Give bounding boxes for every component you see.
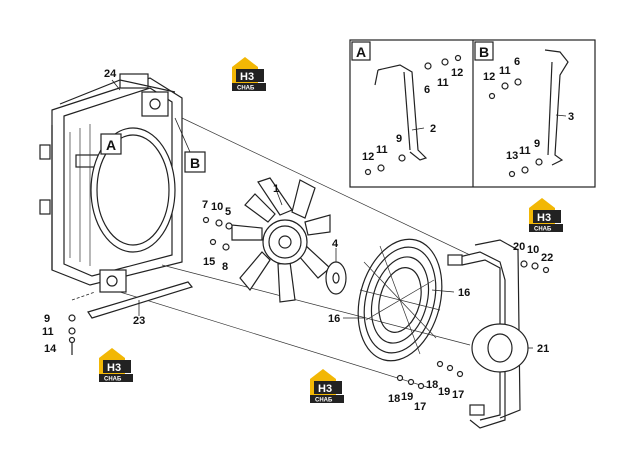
view-marker-a-label: A bbox=[106, 137, 116, 153]
callout-16-b: 16 bbox=[328, 313, 340, 325]
callout-18-a: 18 bbox=[388, 393, 400, 405]
callout-1: 1 bbox=[273, 183, 279, 195]
callout-7: 7 bbox=[202, 199, 208, 211]
view-marker-b bbox=[174, 117, 206, 173]
callout-9-c: 9 bbox=[44, 313, 50, 325]
callout-16-a: 16 bbox=[458, 287, 470, 299]
detail-panel bbox=[349, 39, 596, 188]
svg-text:СНАБ: СНАБ bbox=[534, 227, 552, 233]
callout-8: 8 bbox=[222, 261, 228, 273]
fan-bolt-set bbox=[202, 216, 233, 251]
callout-11-e: 11 bbox=[42, 326, 54, 338]
callout-10-b: 10 bbox=[527, 244, 539, 256]
svg-text:СНАБ: СНАБ bbox=[315, 398, 333, 404]
svg-text:H3: H3 bbox=[240, 71, 254, 83]
callout-19-b: 19 bbox=[438, 386, 450, 398]
callout-12-b: 12 bbox=[483, 71, 495, 83]
watermark-logo-1: H3 СНАБ bbox=[232, 57, 266, 92]
callout-20: 20 bbox=[513, 241, 525, 253]
left-bolt-set bbox=[68, 291, 96, 355]
callout-3: 3 bbox=[568, 111, 574, 123]
callout-9-a: 9 bbox=[396, 133, 402, 145]
svg-text:СНАБ: СНАБ bbox=[104, 377, 122, 383]
svg-text:H3: H3 bbox=[318, 383, 332, 395]
callout-10-a: 10 bbox=[211, 201, 223, 213]
callout-22: 22 bbox=[541, 252, 553, 264]
watermark-logo-3: H3 СНАБ bbox=[99, 348, 133, 383]
callout-11-d: 11 bbox=[519, 145, 531, 157]
view-marker-a bbox=[100, 133, 122, 155]
bottom-bar-23 bbox=[87, 281, 194, 319]
callout-17-b: 17 bbox=[452, 389, 464, 401]
watermark-logo-4: H3 СНАБ bbox=[310, 369, 344, 404]
bottom-bolt-set bbox=[396, 360, 464, 390]
callout-11-a: 11 bbox=[437, 77, 449, 89]
callout-19-a: 19 bbox=[401, 391, 413, 403]
leader-lines bbox=[111, 79, 567, 349]
watermark-logo-2: H3 СНАБ bbox=[529, 198, 563, 233]
svg-text:СНАБ: СНАБ bbox=[237, 86, 255, 92]
callout-15: 15 bbox=[203, 256, 215, 268]
right-bolt-set bbox=[520, 260, 550, 274]
svg-text:H3: H3 bbox=[107, 362, 121, 374]
callout-24: 24 bbox=[104, 68, 117, 80]
callout-6-b: 6 bbox=[514, 56, 520, 68]
spacer-4 bbox=[325, 261, 347, 295]
view-letters: A B A B bbox=[106, 44, 489, 171]
callout-4: 4 bbox=[332, 238, 339, 250]
callout-14: 14 bbox=[44, 343, 57, 355]
fan-guard-16 bbox=[357, 238, 443, 362]
view-marker-b-label: B bbox=[190, 155, 200, 171]
frame-ring-21 bbox=[447, 239, 529, 429]
callout-18-b: 18 bbox=[426, 379, 438, 391]
callout-11-c: 11 bbox=[376, 144, 388, 156]
callout-12-c: 12 bbox=[362, 151, 374, 163]
svg-text:H3: H3 bbox=[537, 212, 551, 224]
detail-a-label: A bbox=[356, 44, 366, 60]
callout-21: 21 bbox=[537, 343, 549, 355]
callout-13: 13 bbox=[506, 150, 518, 162]
shroud-outline bbox=[119, 117, 471, 389]
callout-labels: 1 2 3 4 5 6 6 7 8 9 9 9 10 10 11 11 11 1… bbox=[42, 56, 574, 413]
callout-11-b: 11 bbox=[499, 65, 511, 77]
detail-b-label: B bbox=[479, 44, 489, 60]
callout-12-a: 12 bbox=[451, 67, 463, 79]
fan-1 bbox=[231, 177, 331, 303]
callout-17-a: 17 bbox=[414, 401, 426, 413]
callout-2: 2 bbox=[430, 123, 436, 135]
radiator-assembly bbox=[39, 73, 183, 293]
callout-23: 23 bbox=[133, 315, 145, 327]
callout-6-a: 6 bbox=[424, 84, 430, 96]
callout-9-b: 9 bbox=[534, 138, 540, 150]
callout-5: 5 bbox=[225, 206, 231, 218]
